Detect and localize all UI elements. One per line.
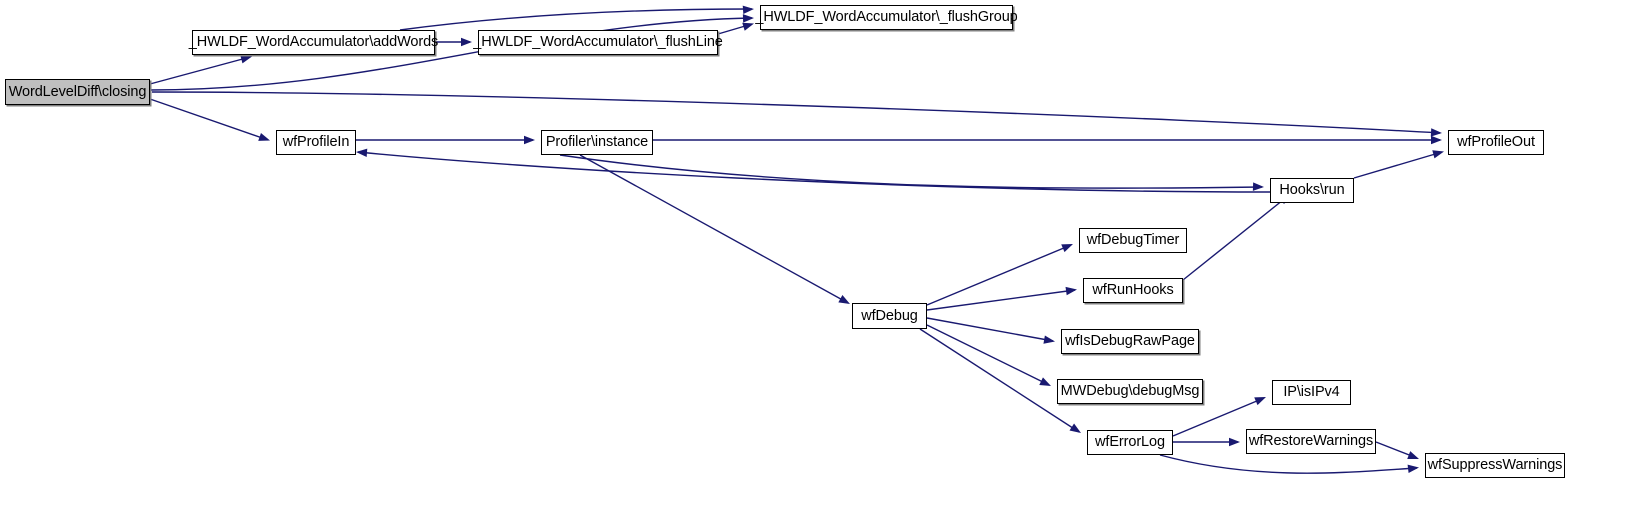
node-label-wfProfileOut: wfProfileOut (1457, 134, 1535, 151)
node-wfErrorLog[interactable]: wfErrorLog (1087, 430, 1173, 455)
node-addWords[interactable]: _HWLDF_WordAccumulator\addWords (188, 30, 439, 55)
node-ipIsIPv4[interactable]: IP\isIPv4 (1272, 380, 1351, 405)
node-label-flushGroup: _HWLDF_WordAccumulator\_flushGroup (755, 9, 1018, 26)
node-label-wfRestoreWarn: wfRestoreWarnings (1248, 433, 1374, 450)
arrowhead-profilerInst-to-hooksRun (1252, 182, 1264, 191)
edge-wfDebug-to-wfDebugTimer (926, 244, 1072, 306)
node-label-addWords: _HWLDF_WordAccumulator\addWords (188, 34, 439, 51)
edge-wfDebug-to-wfRunHooks (926, 289, 1076, 311)
arrowhead-wfErrorLog-to-wfSuppressWarn (1407, 464, 1419, 474)
node-wfSuppressWarn[interactable]: wfSuppressWarnings (1425, 453, 1565, 478)
arrowhead-profilerInst-to-wfProfileOut (1431, 135, 1442, 145)
node-wfProfileOut[interactable]: wfProfileOut (1448, 130, 1544, 155)
node-label-ipIsIPv4: IP\isIPv4 (1283, 384, 1340, 401)
edge-profilerInst-to-wfDebug (579, 154, 849, 304)
arrowhead-hooksRun-to-wfProfileOut (1432, 150, 1444, 159)
edge-closing-to-wfProfileOut (151, 91, 1441, 134)
node-flushLine[interactable]: _HWLDF_WordAccumulator\_flushLine (473, 30, 723, 55)
arrowhead-wfErrorLog-to-ipIsIPv4 (1254, 397, 1266, 406)
arrowhead-flushLine-to-flushGroup (742, 22, 754, 31)
node-hooksRun[interactable]: Hooks\run (1270, 178, 1354, 203)
arrowhead-closing-to-flushGroup (742, 14, 754, 23)
node-flushGroup[interactable]: _HWLDF_WordAccumulator\_flushGroup (755, 5, 1018, 30)
edge-closing-to-addWords (149, 56, 251, 85)
arrowhead-hooksRun-to-wfProfileIn (356, 148, 368, 157)
arrowhead-wfRestoreWarn-to-wfSuppressWarn (1407, 451, 1419, 459)
edge-closing-to-wfProfileIn (149, 98, 269, 141)
node-label-closing: WordLevelDiff\closing (8, 83, 147, 100)
node-label-wfDebugTimer: wfDebugTimer (1086, 232, 1180, 249)
node-label-wfIsDebugRaw: wfIsDebugRawPage (1065, 333, 1195, 350)
arrowhead-addWords-to-flushGroup (742, 5, 754, 14)
arrowhead-wfDebug-to-wfRunHooks (1065, 286, 1077, 296)
edge-wfDebug-to-wfErrorLog (919, 328, 1080, 433)
arrowhead-wfDebug-to-wfIsDebugRaw (1043, 335, 1055, 344)
node-wfRestoreWarn[interactable]: wfRestoreWarnings (1246, 429, 1376, 454)
node-profilerInst[interactable]: Profiler\instance (541, 130, 653, 155)
arrowhead-closing-to-wfProfileOut (1430, 128, 1442, 137)
node-mwDebugMsg[interactable]: MWDebug\debugMsg (1057, 379, 1203, 404)
arrowhead-wfDebug-to-wfErrorLog (1069, 423, 1081, 433)
node-label-wfErrorLog: wfErrorLog (1095, 434, 1165, 451)
edge-wfErrorLog-to-wfSuppressWarn (1159, 454, 1418, 474)
edge-wfDebug-to-mwDebugMsg (926, 324, 1050, 386)
edge-addWords-to-flushGroup (399, 8, 753, 31)
edge-wfRestoreWarn-to-wfSuppressWarn (1375, 441, 1418, 459)
edge-wfDebug-to-wfIsDebugRaw (926, 317, 1054, 342)
node-label-wfRunHooks: wfRunHooks (1092, 282, 1174, 299)
arrowhead-wfDebug-to-mwDebugMsg (1039, 377, 1051, 386)
edge-hooksRun-to-wfProfileOut (1353, 151, 1443, 179)
edge-wfRunHooks-to-hooksRun (1182, 195, 1289, 281)
arrowhead-addWords-to-flushLine (461, 37, 472, 47)
node-label-hooksRun: Hooks\run (1279, 182, 1345, 199)
node-label-profilerInst: Profiler\instance (545, 134, 649, 151)
node-wfDebug[interactable]: wfDebug (852, 303, 927, 329)
node-wfIsDebugRaw[interactable]: wfIsDebugRawPage (1061, 329, 1199, 354)
node-label-wfSuppressWarn: wfSuppressWarnings (1427, 457, 1563, 474)
edge-profilerInst-to-hooksRun (559, 154, 1263, 189)
arrowhead-wfErrorLog-to-wfRestoreWarn (1229, 437, 1240, 447)
node-label-wfProfileIn: wfProfileIn (282, 134, 350, 151)
edge-hooksRun-to-wfProfileIn (357, 151, 1271, 193)
edge-flushLine-to-flushGroup (717, 23, 753, 35)
node-wfRunHooks[interactable]: wfRunHooks (1083, 278, 1183, 303)
node-closing[interactable]: WordLevelDiff\closing (5, 79, 150, 105)
node-wfDebugTimer[interactable]: wfDebugTimer (1079, 228, 1187, 253)
node-wfProfileIn[interactable]: wfProfileIn (276, 130, 356, 155)
node-label-wfDebug: wfDebug (861, 307, 918, 324)
arrowhead-closing-to-wfProfileIn (258, 132, 270, 141)
node-label-mwDebugMsg: MWDebug\debugMsg (1060, 383, 1200, 400)
arrowhead-wfDebug-to-wfDebugTimer (1061, 244, 1073, 253)
arrowhead-wfProfileIn-to-profilerInst (524, 135, 535, 145)
node-label-flushLine: _HWLDF_WordAccumulator\_flushLine (473, 34, 723, 51)
arrowhead-profilerInst-to-wfDebug (838, 294, 850, 304)
